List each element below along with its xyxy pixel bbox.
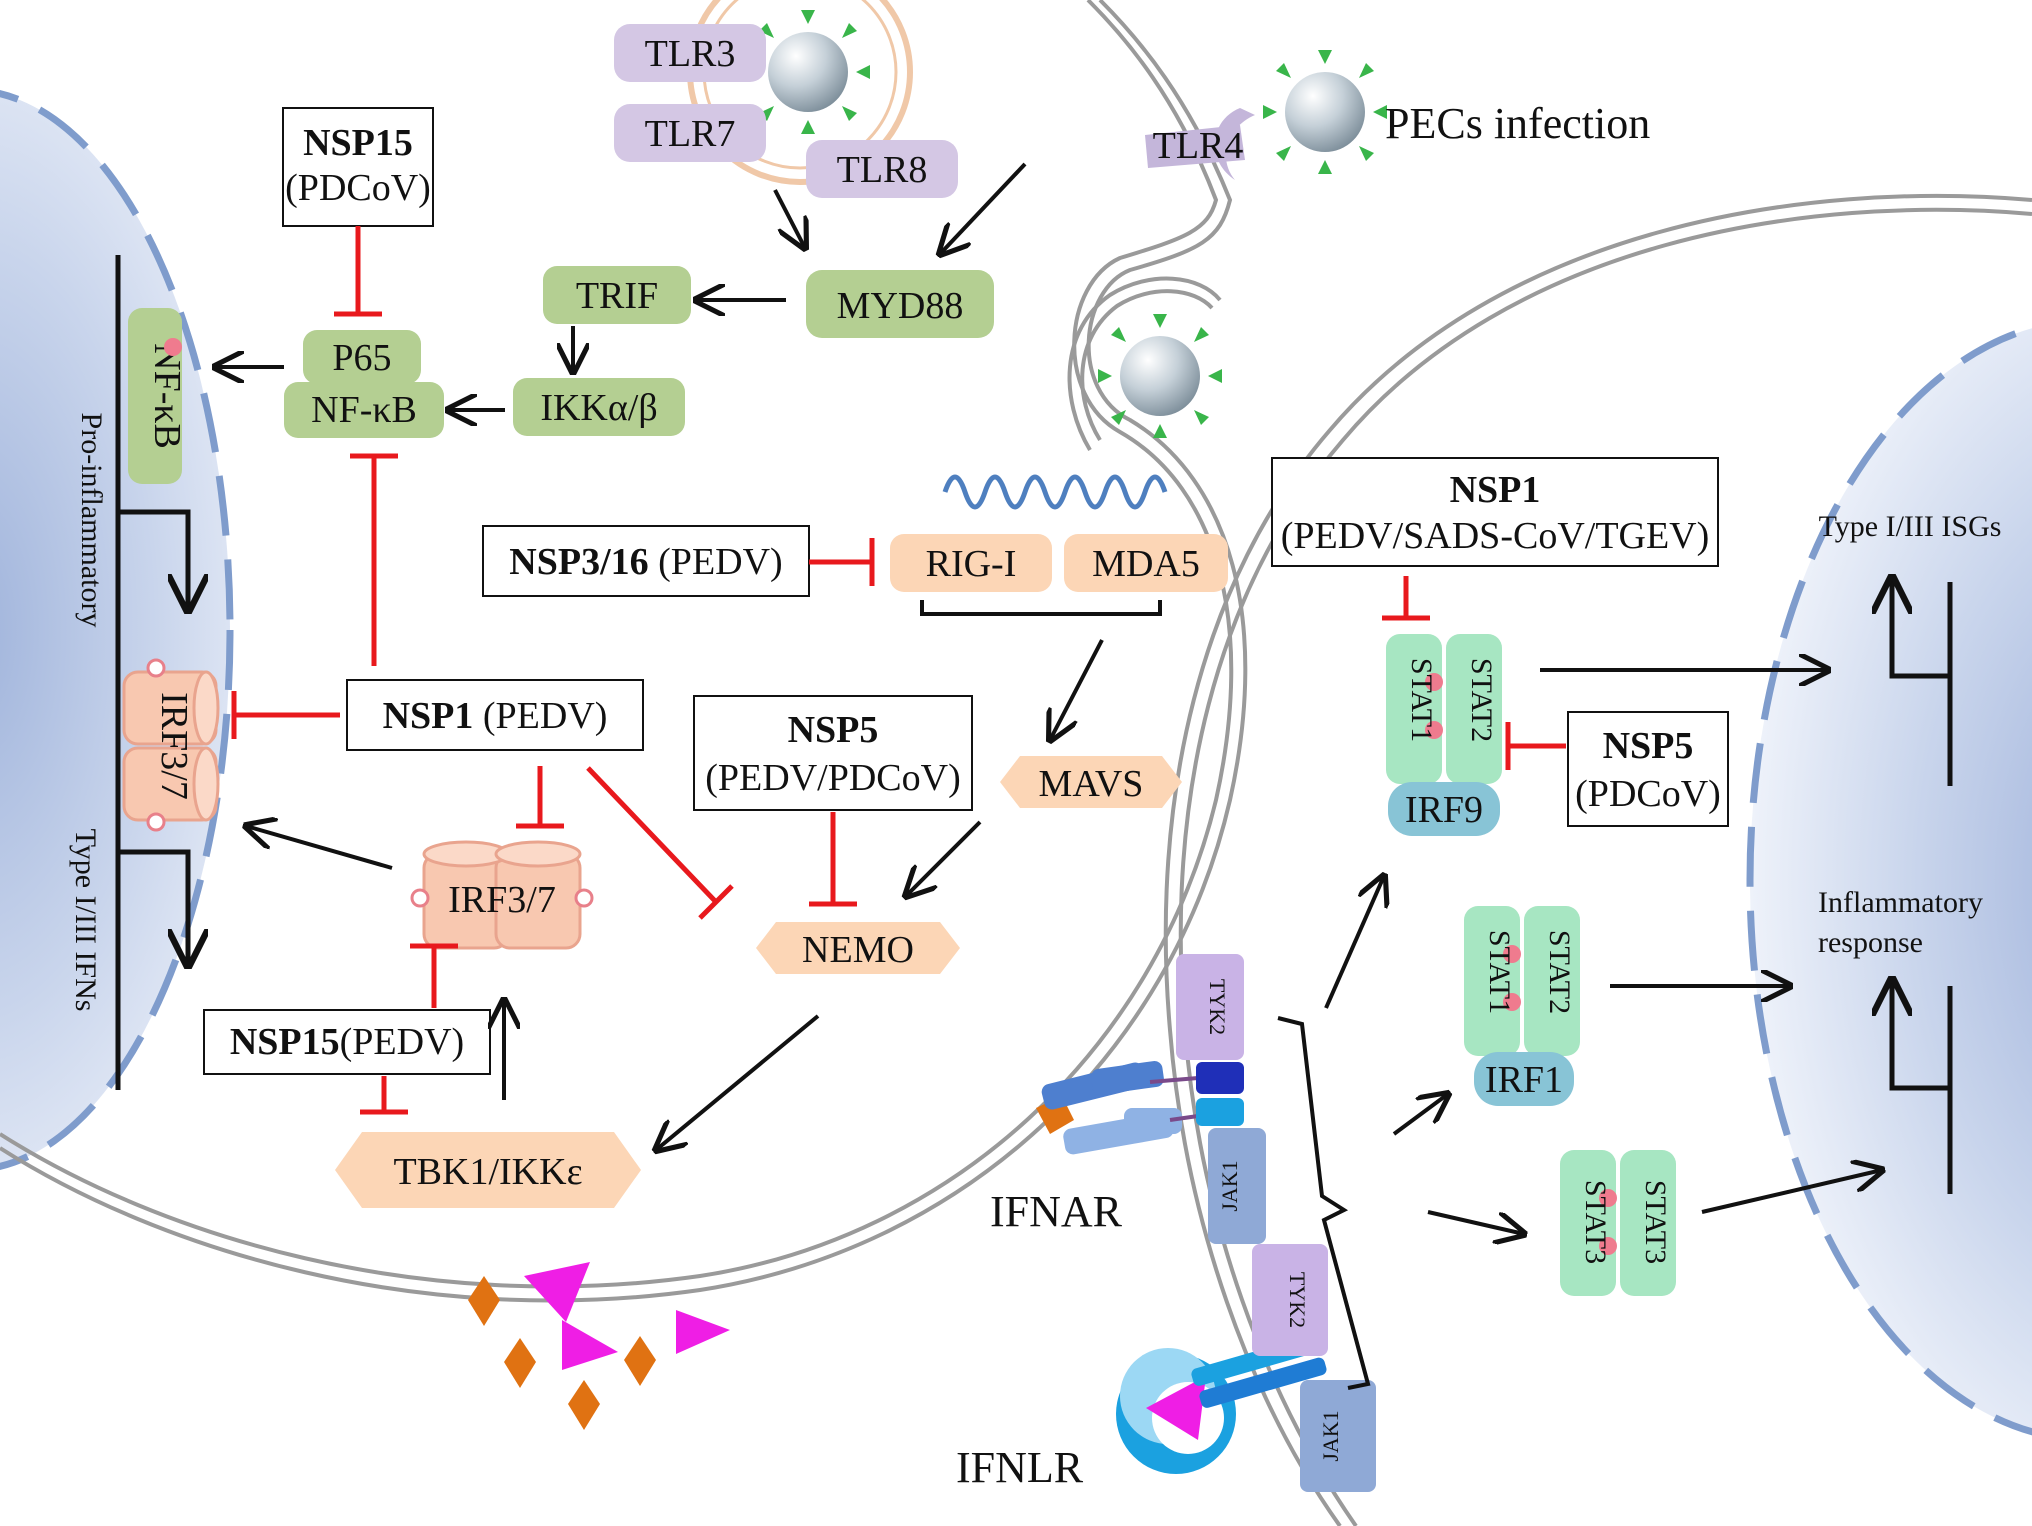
activation-arrows-left: [215, 162, 1104, 1150]
nsp15-pdcov-box: NSP15 (PDCoV): [282, 107, 434, 227]
svg-text:TBK1/IKKε: TBK1/IKKε: [393, 1151, 582, 1193]
left-nucleus: [0, 90, 234, 1170]
svg-text:IRF1: IRF1: [1485, 1059, 1563, 1101]
svg-text:STAT2: STAT2: [1465, 658, 1498, 742]
receptor-brace: [1277, 1016, 1371, 1390]
nucleus-nfkb: NF-κB: [128, 308, 188, 484]
nemo-node: NEMO: [756, 922, 960, 974]
stat1-stat2-irf9-complex: STAT1 STAT2 IRF9: [1386, 634, 1502, 836]
nsp316-box: NSP3/16 (PEDV): [482, 525, 810, 597]
stat1-stat2-irf1-complex: STAT1 STAT2 IRF1: [1464, 906, 1580, 1106]
svg-text:IRF3/7: IRF3/7: [153, 692, 195, 800]
left-cell-membrane: [0, 0, 1248, 1303]
svg-text:P65: P65: [332, 337, 391, 379]
rlr-bracket: [920, 600, 1162, 616]
svg-text:IKKα/β: IKKα/β: [540, 387, 657, 429]
svg-text:MAVS: MAVS: [1039, 763, 1144, 805]
svg-text:TRIF: TRIF: [576, 275, 658, 317]
nucleus-gene-tracks: [115, 255, 188, 1090]
ifnlr-label: IFNLR: [956, 1443, 1084, 1492]
nsp15-pedv-box: NSP15(PEDV): [203, 1009, 491, 1075]
inflammatory-response-label-line1: Inflammatory: [1818, 886, 1983, 919]
ifnar-label: IFNAR: [990, 1187, 1123, 1236]
svg-text:(PDCoV): (PDCoV): [285, 167, 431, 209]
irf37-dimer: IRF3/7: [410, 840, 594, 950]
svg-text:MDA5: MDA5: [1092, 543, 1200, 585]
stat3-dimer: STAT3 STAT3: [1560, 1150, 1676, 1296]
nsp1-right-box: NSP1 (PEDV/SADS-CoV/TGEV): [1271, 457, 1719, 567]
tlr8-receptor: TLR8: [806, 140, 958, 198]
mavs-node: MAVS: [1000, 756, 1182, 808]
svg-text:STAT1: STAT1: [1483, 930, 1516, 1014]
type-ifns-label: Type I/III IFNs: [69, 829, 102, 1012]
inhibition-lines: [231, 226, 1566, 1115]
virus-particle-tlr4: [1263, 50, 1387, 174]
svg-text:TLR7: TLR7: [645, 113, 736, 155]
tbk1-node: TBK1/IKKε: [335, 1132, 641, 1208]
svg-text:JAK1: JAK1: [1318, 1410, 1343, 1461]
svg-text:TLR4: TLR4: [1153, 125, 1244, 167]
svg-text:(PEDV/SADS-CoV/TGEV): (PEDV/SADS-CoV/TGEV): [1281, 515, 1710, 557]
pecs-infection-label: PECs infection: [1385, 99, 1650, 148]
nsp5-box: NSP5 (PEDV/PDCoV): [693, 695, 973, 811]
svg-text:IRF9: IRF9: [1405, 789, 1483, 831]
isgs-label: Type I/III ISGs: [1819, 510, 2002, 543]
svg-text:NSP15(PEDV): NSP15(PEDV): [230, 1021, 464, 1063]
endosome-membrane: [1067, 276, 1222, 452]
svg-text:NSP1 (PEDV): NSP1 (PEDV): [383, 695, 608, 737]
nsp5-right-box: NSP5 (PDCoV): [1567, 711, 1729, 827]
svg-text:NEMO: NEMO: [802, 929, 914, 971]
svg-text:(PDCoV): (PDCoV): [1575, 773, 1721, 815]
svg-text:RIG-I: RIG-I: [926, 543, 1017, 585]
myd88-node: MYD88: [806, 270, 994, 338]
svg-text:JAK1: JAK1: [1217, 1160, 1242, 1211]
svg-text:STAT3: STAT3: [1639, 1180, 1672, 1264]
trif-node: TRIF: [543, 266, 691, 324]
svg-text:MYD88: MYD88: [837, 285, 964, 327]
svg-text:IRF3/7: IRF3/7: [448, 879, 556, 921]
tlr3-receptor: TLR3: [614, 24, 766, 82]
pro-inflammatory-label: Pro-inflammatory: [75, 413, 108, 628]
viral-rna-squiggle: [942, 474, 1168, 510]
nsp1-pedv-box: NSP1 (PEDV): [346, 679, 644, 751]
tlr7-receptor: TLR7: [614, 104, 766, 162]
p65-node: P65: [303, 330, 421, 384]
svg-text:STAT2: STAT2: [1543, 930, 1576, 1014]
svg-text:NSP3/16 (PEDV): NSP3/16 (PEDV): [509, 541, 782, 583]
tlr4-receptor: TLR4: [1145, 108, 1255, 180]
ifnar-receptor: TYK2 JAK1: [1036, 954, 1266, 1244]
right-nucleus-gene-tracks: [1892, 578, 1953, 1194]
svg-text:TLR8: TLR8: [837, 149, 928, 191]
svg-text:(PEDV/PDCoV): (PEDV/PDCoV): [705, 757, 960, 799]
svg-text:TYK2: TYK2: [1285, 1272, 1310, 1328]
right-nucleus: [1746, 324, 2032, 1436]
ifn-ligands: [468, 1262, 730, 1430]
activation-arrows-right: [1324, 670, 1882, 1234]
svg-text:NF-κB: NF-κB: [311, 389, 417, 431]
inflammatory-response-label-line2: response: [1818, 926, 1923, 959]
svg-text:NF-κB: NF-κB: [146, 343, 188, 449]
svg-text:STAT3: STAT3: [1579, 1180, 1612, 1264]
nfkb-node: NF-κB: [284, 382, 444, 438]
svg-text:TLR3: TLR3: [645, 33, 736, 75]
ikk-ab-node: IKKα/β: [513, 378, 685, 436]
rig-i-node: RIG-I: [890, 534, 1052, 592]
svg-text:TYK2: TYK2: [1205, 979, 1230, 1035]
svg-text:NSP5: NSP5: [1603, 725, 1694, 767]
svg-text:STAT1: STAT1: [1405, 658, 1438, 742]
svg-text:NSP5: NSP5: [788, 709, 879, 751]
virus-particle-endosome: [1098, 314, 1222, 438]
svg-text:NSP15: NSP15: [303, 122, 413, 164]
ifnlr-receptor: TYK2 JAK1: [1116, 1244, 1376, 1492]
svg-text:NSP1: NSP1: [1450, 469, 1541, 511]
mda5-node: MDA5: [1064, 534, 1228, 592]
nucleus-irf37-dimer: IRF3/7: [122, 658, 220, 832]
right-cell-membrane: [1163, 193, 2032, 1526]
